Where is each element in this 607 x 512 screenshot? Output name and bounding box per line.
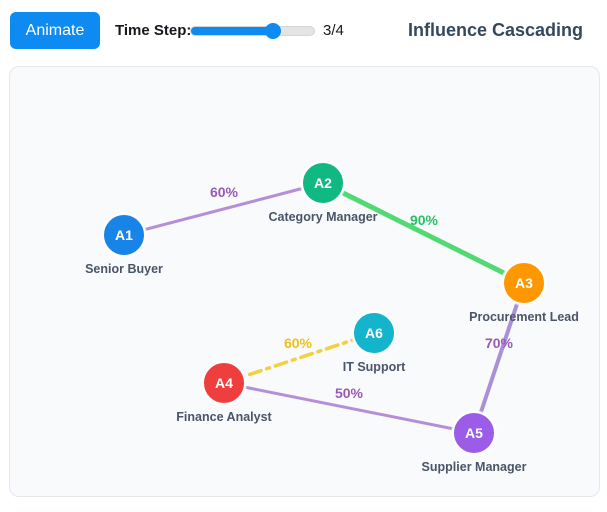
time-step-value: 3/4 [323,22,344,39]
time-step-label: Time Step: [115,22,192,39]
time-step-slider[interactable] [190,23,315,39]
graph-node-A5[interactable]: A5 [452,411,496,455]
graph-node-A2[interactable]: A2 [301,161,345,205]
graph-node-A6[interactable]: A6 [352,311,396,355]
edge-weight-label: 60% [283,335,313,351]
edge-weight-label: 70% [484,335,514,351]
graph-node-A1[interactable]: A1 [102,213,146,257]
slider-fill [191,27,274,35]
node-role-label: Category Manager [268,210,378,224]
graph-node-A3[interactable]: A3 [502,261,546,305]
edge-weight-label: 60% [209,184,239,200]
node-role-label: Supplier Manager [421,460,527,474]
node-role-label: IT Support [342,360,406,374]
edge-weight-label: 90% [409,212,439,228]
graph-node-A4[interactable]: A4 [202,361,246,405]
node-role-label: Senior Buyer [85,262,163,276]
page-title: Influence Cascading [407,20,583,40]
animate-button[interactable]: Animate [10,12,100,49]
node-role-label: Finance Analyst [176,410,272,424]
edge-weight-label: 50% [334,385,364,401]
toolbar: Animate Time Step: 3/4 Influence Cascadi… [0,0,607,60]
node-role-label: Procurement Lead [469,310,579,324]
slider-thumb[interactable] [265,23,282,39]
